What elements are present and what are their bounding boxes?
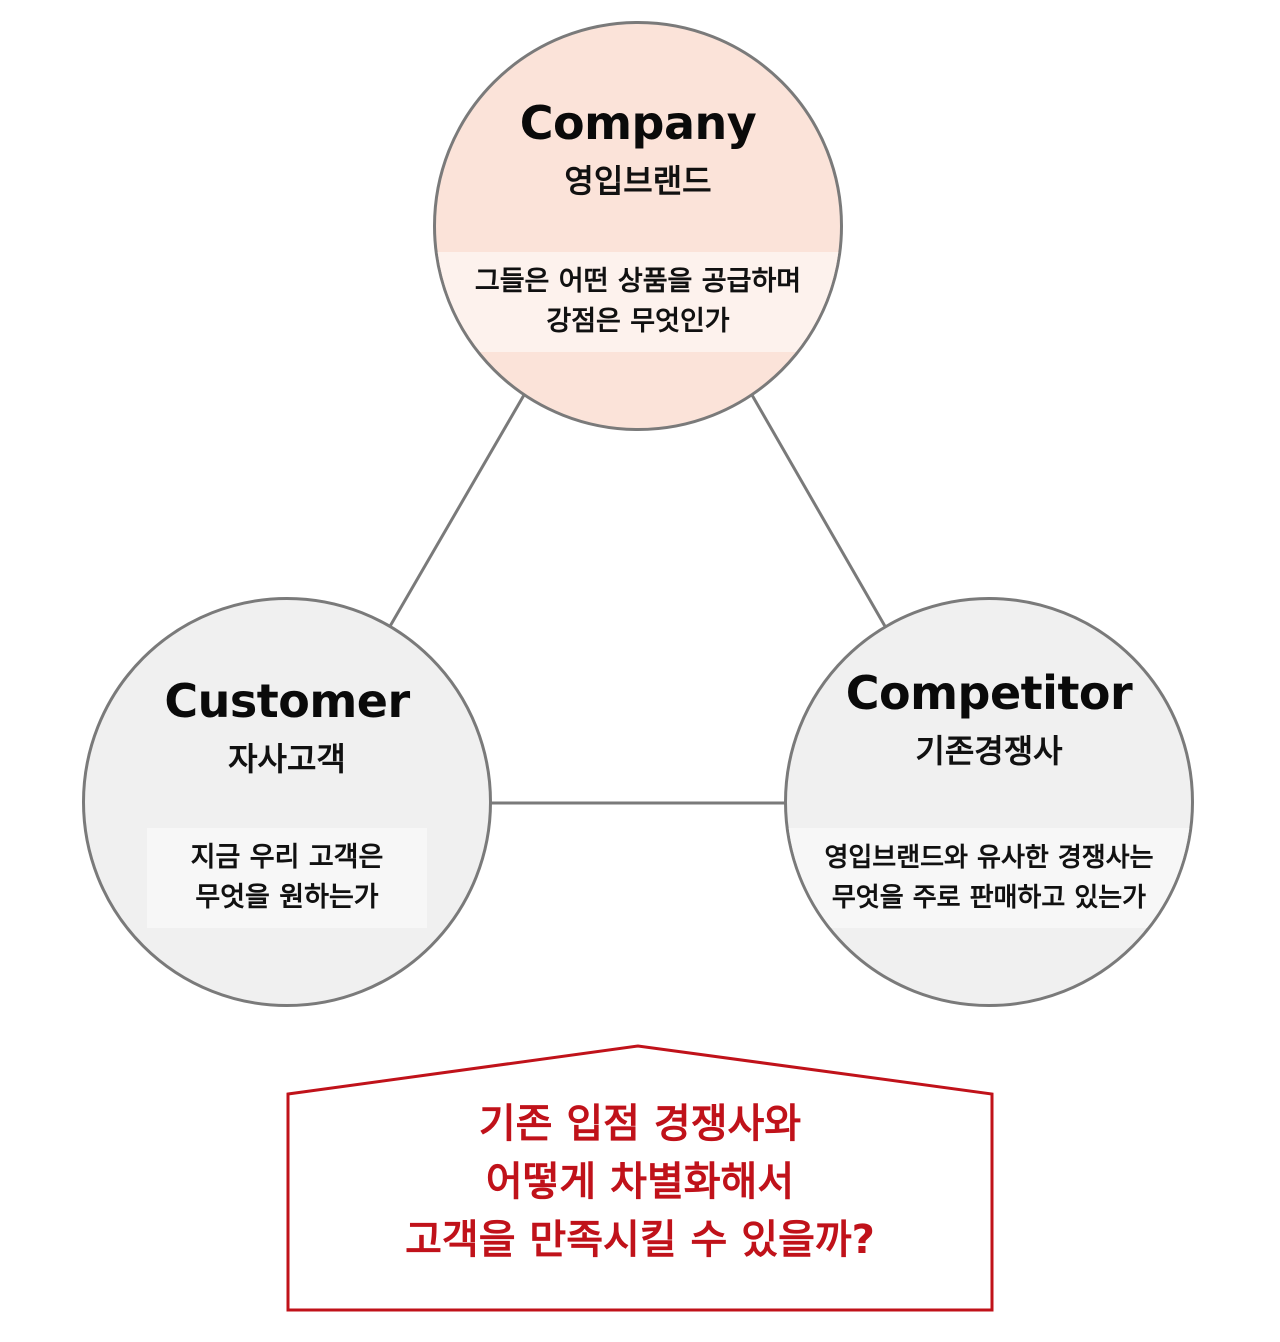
competitor-node: Competitor 기존경쟁사 영입브랜드와 유사한 경쟁사는 무엇을 주로 … <box>784 597 1194 1007</box>
callout-text: 기존 입점 경쟁사와 어떻게 차별화해서 고객을 만족시킬 수 있을까? <box>286 1095 994 1269</box>
connector-company-competitor <box>750 394 888 629</box>
callout-line: 기존 입점 경쟁사와 <box>478 1101 802 1147</box>
company-title: Company <box>519 96 757 150</box>
connector-company-customer <box>387 394 526 629</box>
competitor-title: Competitor <box>845 666 1133 720</box>
callout-line: 고객을 만족시킬 수 있을까? <box>405 1217 875 1263</box>
company-description-line: 그들은 어떤 상품을 공급하며 <box>474 266 802 297</box>
customer-description: 지금 우리 고객은 무엇을 원하는가 <box>147 828 427 928</box>
callout-line: 어떻게 차별화해서 <box>485 1159 795 1205</box>
company-description: 그들은 어떤 상품을 공급하며 강점은 무엇인가 <box>436 252 840 352</box>
customer-subtitle: 자사고객 <box>228 740 346 778</box>
callout-house-shape <box>286 1044 994 1312</box>
customer-title: Customer <box>164 674 410 728</box>
customer-description-line: 무엇을 원하는가 <box>195 882 379 913</box>
customer-description-line: 지금 우리 고객은 <box>190 842 384 873</box>
customer-node: Customer 자사고객 지금 우리 고객은 무엇을 원하는가 <box>82 597 492 1007</box>
competitor-description-line: 무엇을 주로 판매하고 있는가 <box>831 883 1147 913</box>
competitor-subtitle: 기존경쟁사 <box>915 732 1063 770</box>
company-subtitle: 영입브랜드 <box>564 162 712 200</box>
company-description-line: 강점은 무엇인가 <box>546 306 730 337</box>
company-node: Company 영입브랜드 그들은 어떤 상품을 공급하며 강점은 무엇인가 <box>433 21 843 431</box>
competitor-description-line: 영입브랜드와 유사한 경쟁사는 <box>824 843 1154 873</box>
competitor-description: 영입브랜드와 유사한 경쟁사는 무엇을 주로 판매하고 있는가 <box>787 828 1191 928</box>
